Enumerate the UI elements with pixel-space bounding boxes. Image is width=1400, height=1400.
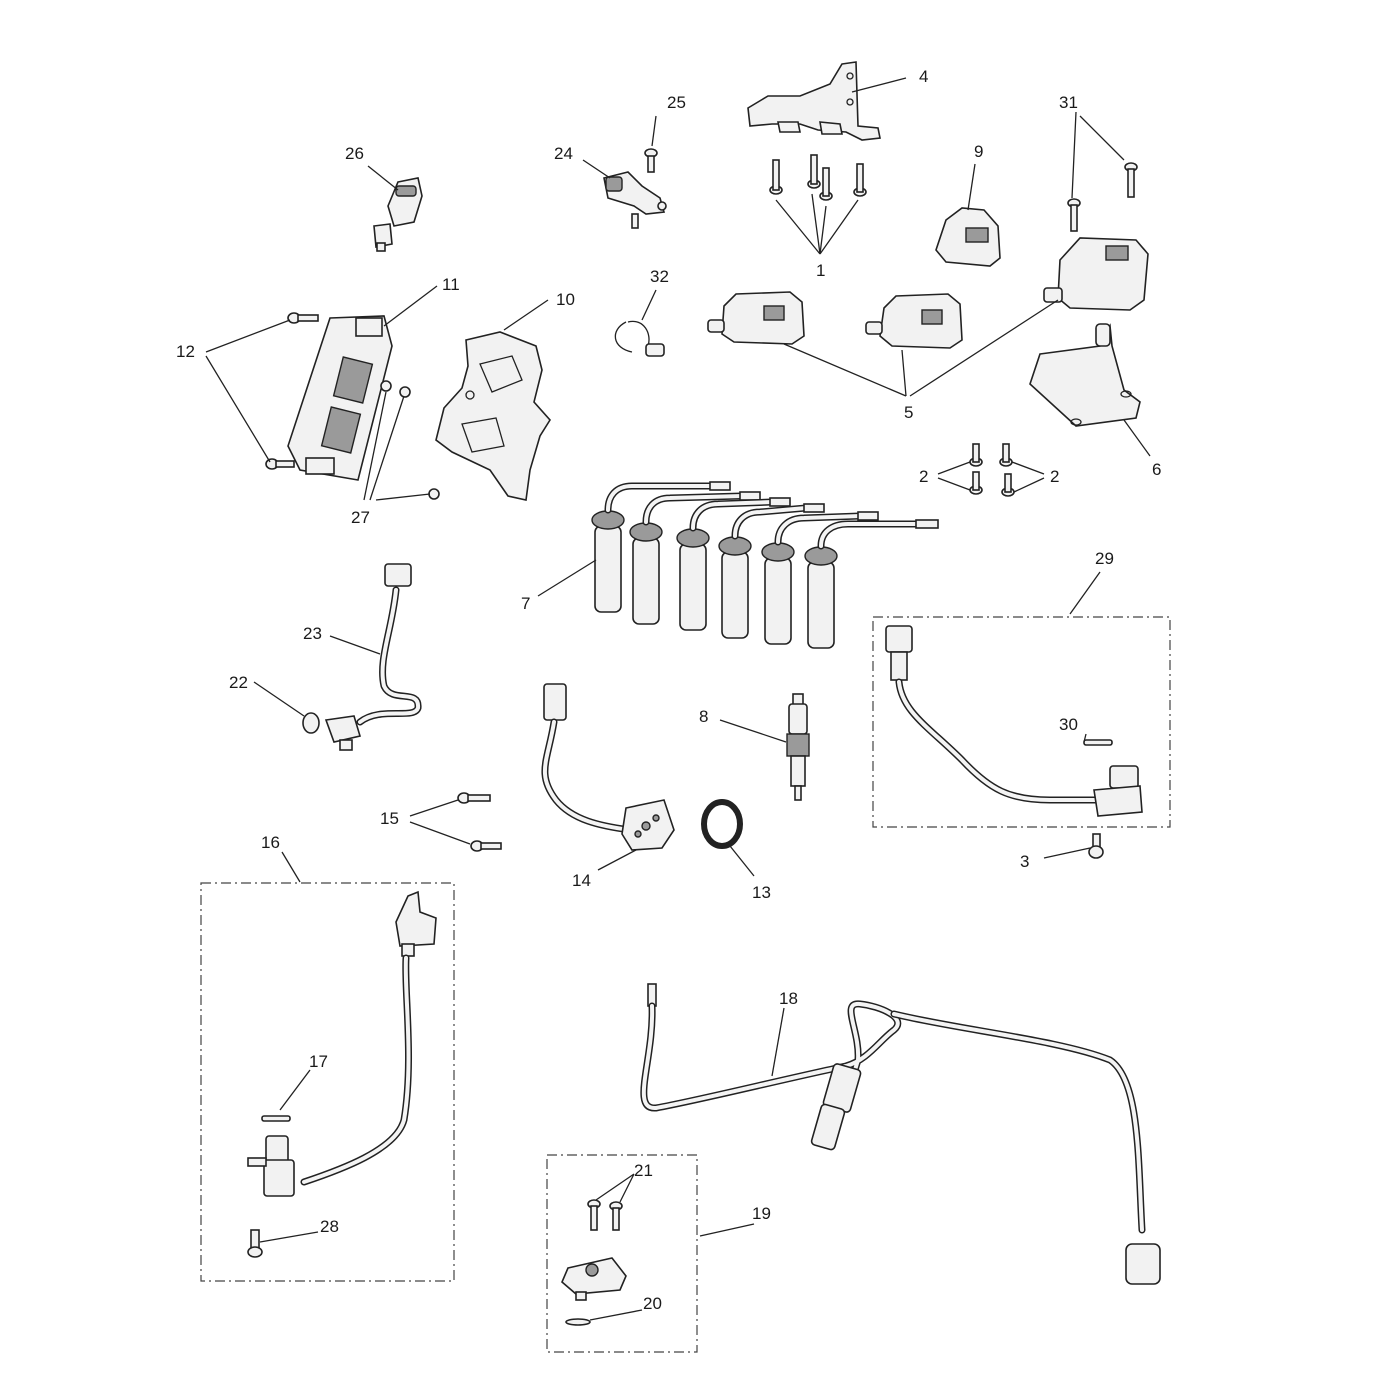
callout-20: 20 [643,1294,662,1313]
part-25-screw [644,148,658,173]
callout-9: 9 [974,142,983,161]
callout-7: 7 [521,594,530,613]
part-10-mounting-plate [435,331,551,501]
callout-13: 13 [752,883,771,902]
callout-16: 16 [261,833,280,852]
frame-assembly-16 [200,882,455,1282]
callout-12: 12 [176,342,195,361]
part-3-screw [1088,833,1104,859]
callout-28: 28 [320,1217,339,1236]
part-11-control-module [287,315,393,481]
callout-31: 31 [1059,93,1078,112]
callout-25: 25 [667,93,686,112]
callout-32: 32 [650,267,669,286]
callout-8: 8 [699,707,708,726]
part-15-screws [457,792,502,852]
part-29-sensor-assembly [885,625,1143,817]
callout-19: 19 [752,1204,771,1223]
callout-1: 1 [816,261,825,280]
callout-30: 30 [1059,715,1078,734]
part-26-pressure-switch [373,177,423,252]
part-9-coil-cap [935,207,1001,267]
frame-assembly-29 [872,616,1171,828]
part-22-seal-ring [302,712,320,734]
callout-29: 29 [1095,549,1114,568]
part-28-screw [247,1229,263,1258]
callout-3: 3 [1020,852,1029,871]
callout-26: 26 [345,144,364,163]
callout-6: 6 [1152,460,1161,479]
callout-22: 22 [229,673,248,692]
part-23-sensor-harness [324,563,422,751]
part-5-ignition-coil-middle [865,293,963,349]
part-6-coil-bracket [1029,323,1141,427]
part-7-plug-leads [591,481,939,649]
part-4-bracket [747,61,881,141]
part-12-screws [265,312,319,470]
part-2-screws [969,443,1015,497]
callout-2-right: 2 [1050,467,1059,486]
part-8-spark-plug [786,693,810,801]
callout-10: 10 [556,290,575,309]
part-30-o-ring [1083,739,1113,746]
part-1-bolts [769,154,867,201]
callout-21: 21 [634,1161,653,1180]
callout-labels: 1 2 2 3 4 5 6 7 8 9 10 11 12 13 14 15 16… [176,67,1161,1313]
part-5-ignition-coil-right [1043,237,1149,311]
leader-lines [205,77,1151,1321]
callout-24: 24 [554,144,573,163]
part-31-screws [1067,162,1138,232]
part-16-crank-sensor-assembly [247,890,437,1197]
part-21-screws [587,1199,623,1231]
part-14-sensor-lead [541,683,675,851]
part-18-sensor-harness [640,983,1161,1285]
part-19-sensor-assembly [561,1257,627,1301]
callout-27: 27 [351,508,370,527]
part-17-o-ring [261,1115,291,1122]
frame-assembly-19 [546,1154,698,1353]
part-20-o-ring [565,1318,591,1326]
part-32-clip [614,320,665,357]
part-5-ignition-coil-left [707,291,805,345]
callout-4: 4 [919,67,928,86]
callout-18: 18 [779,989,798,1008]
callout-15: 15 [380,809,399,828]
callout-14: 14 [572,871,591,890]
callout-23: 23 [303,624,322,643]
part-13-o-ring [701,799,743,849]
part-24-sensor [603,171,667,229]
callout-11: 11 [442,275,460,294]
callout-17: 17 [309,1052,328,1071]
callout-5: 5 [904,403,913,422]
callout-2-left: 2 [919,467,928,486]
